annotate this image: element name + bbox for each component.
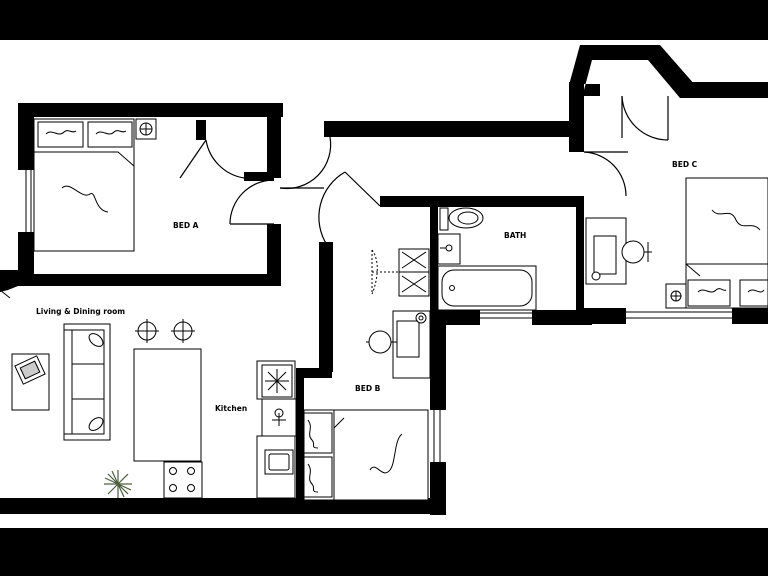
wall-bed-a-left xyxy=(18,103,34,170)
top-letterbox xyxy=(0,0,768,40)
wall-bottom xyxy=(0,498,446,514)
bed-c-pillow-right xyxy=(739,279,768,307)
bed-b-furniture xyxy=(303,248,431,501)
wall-corridor-top xyxy=(335,121,575,137)
door-bed-a-closet xyxy=(179,139,207,179)
wall-bed-c-bottom-right xyxy=(732,308,768,324)
label-bath: BATH xyxy=(504,231,526,240)
wall-bed-a-left-lower xyxy=(18,232,34,282)
living-furniture xyxy=(11,319,202,462)
bed-b-chair xyxy=(368,330,392,354)
label-bed-a: BED A xyxy=(173,221,199,230)
door-bed-b xyxy=(344,171,381,207)
wall-kitchen-step-h xyxy=(296,368,332,378)
wall-bed-a-right xyxy=(267,103,281,178)
bed-c-chair xyxy=(621,240,645,264)
wall-kitchen-step-v xyxy=(296,368,304,503)
hob xyxy=(163,461,203,499)
walls xyxy=(0,45,768,515)
bed-c-pillow-left xyxy=(687,279,731,307)
wall-living-corner xyxy=(0,270,18,292)
label-bed-c: BED C xyxy=(672,160,698,169)
bottom-letterbox xyxy=(0,528,768,576)
wall-bed-c-top xyxy=(569,82,584,152)
wall-bed-c-top-right xyxy=(680,82,768,98)
wall-bed-a-bottom xyxy=(18,274,281,286)
plant-icon xyxy=(104,470,132,498)
doors xyxy=(179,95,669,246)
wall-bed-c-left xyxy=(576,196,584,316)
bath-fixtures xyxy=(437,207,537,311)
bed-c-furniture xyxy=(585,177,768,309)
bed-a-pillow-right xyxy=(87,121,133,148)
wall-bath-bottom-right xyxy=(532,310,592,325)
bed-b-pillow-bottom xyxy=(303,456,333,498)
wall-corridor-top-left xyxy=(324,121,338,137)
label-kitchen: Kitchen xyxy=(215,404,247,413)
label-living-dining: Living & Dining room xyxy=(36,307,125,316)
wall-bed-b-right xyxy=(430,320,446,410)
toilet-cistern xyxy=(439,207,449,231)
wall-bath-top xyxy=(380,196,580,207)
bed-a-furniture xyxy=(33,118,157,252)
bed-b-pillow-top xyxy=(303,412,333,454)
kitchen-fixtures xyxy=(163,360,297,499)
wall-bed-a-closet-l xyxy=(196,120,206,140)
wall-bath-left xyxy=(430,196,438,326)
windows xyxy=(0,170,732,462)
wall-bed-a-closet-b xyxy=(244,172,274,181)
bed-a-pillow-left xyxy=(37,121,84,148)
wall-bed-a-top xyxy=(18,103,283,117)
wall-bed-b-corridor xyxy=(319,242,333,372)
kitchen-island xyxy=(133,348,202,462)
wall-bed-a-right-lower xyxy=(267,224,281,282)
label-bed-b: BED B xyxy=(355,384,381,393)
